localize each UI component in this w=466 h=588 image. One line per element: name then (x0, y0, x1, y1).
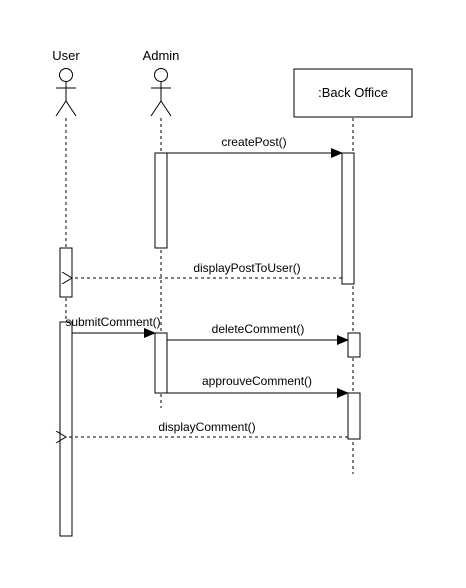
stick-figure-icon (150, 68, 172, 117)
activation-bar (154, 152, 168, 249)
activation-bar (59, 247, 73, 298)
message-label: createPost() (221, 135, 286, 149)
admin-actor: Admin (143, 48, 180, 117)
message-label: deleteComment() (212, 322, 305, 336)
activation-bar (347, 392, 361, 440)
activation-bar (347, 332, 361, 358)
user-actor-label: User (52, 48, 80, 63)
message-submit-comment: submitComment() (65, 315, 161, 338)
activation-bar (154, 332, 168, 394)
back-office-label: :Back Office (318, 85, 388, 100)
message-display-post-to-user: displayPostToUser() (72, 261, 342, 278)
user-actor: User (52, 48, 80, 117)
message-label: approuveComment() (202, 374, 312, 388)
message-label: submitComment() (65, 315, 160, 329)
message-display-comment: displayComment() (66, 420, 348, 437)
message-approuve-comment: approuveComment() (167, 374, 349, 398)
message-label: displayPostToUser() (193, 261, 300, 275)
message-create-post: createPost() (167, 135, 343, 158)
activation-bar (341, 152, 355, 285)
message-label: displayComment() (158, 420, 255, 434)
participant-box (293, 68, 413, 118)
stick-figure-icon (55, 68, 77, 117)
activation-bar (59, 321, 73, 537)
back-office-participant: :Back Office (293, 68, 413, 118)
admin-actor-label: Admin (143, 48, 180, 63)
message-delete-comment: deleteComment() (167, 322, 349, 345)
